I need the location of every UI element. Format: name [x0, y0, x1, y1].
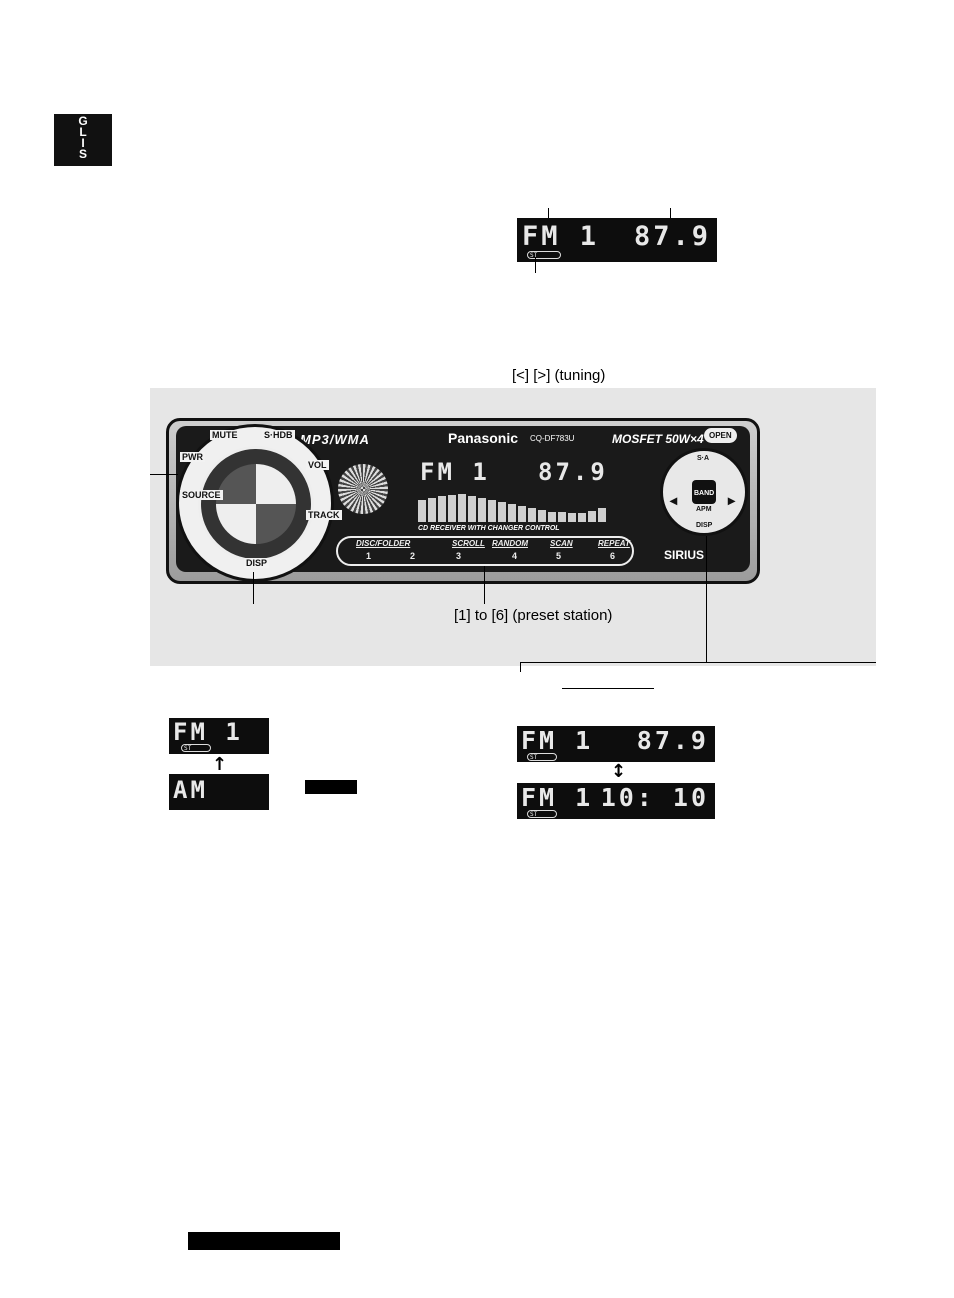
power-logo: MOSFET 50W×4	[612, 432, 704, 446]
language-tab: G L I S	[54, 114, 112, 166]
spectrum-analyzer	[418, 494, 608, 522]
leader-line	[520, 662, 521, 672]
receiver-display-frequency: 87.9	[538, 458, 608, 486]
up-arrow-icon: ↑	[212, 754, 228, 775]
format-logo: MP3/WMA	[300, 432, 370, 447]
receiver-display-band: FM 1	[420, 458, 490, 486]
leader-line	[520, 662, 876, 663]
sirius-logo: SIRIUS	[664, 548, 705, 562]
random-label: RANDOM	[492, 539, 528, 548]
open-button[interactable]: OPEN	[704, 428, 737, 443]
leader-line	[670, 208, 671, 222]
preset-button-4[interactable]: 4	[512, 551, 518, 561]
preset-button-2[interactable]: 2	[410, 551, 416, 561]
preset-button-1[interactable]: 1	[366, 551, 372, 561]
band-label: BAND	[694, 490, 715, 497]
tuning-callout: [<] [>] (tuning)	[512, 367, 606, 384]
tab-letter: G	[78, 114, 88, 128]
vol-label: VOL	[306, 460, 329, 470]
tune-down-button[interactable]: ◂	[670, 492, 678, 508]
tab-letter: S	[78, 147, 87, 161]
display-frequency: 87.9	[633, 221, 711, 252]
source-button[interactable]: SOURCE	[180, 490, 223, 500]
leader-line	[535, 257, 536, 273]
leader-line	[706, 536, 707, 662]
underline-rule	[562, 688, 654, 689]
toggle-band: FM 1	[521, 726, 594, 755]
toggle-value: 87.9	[636, 726, 709, 755]
tune-up-button[interactable]: ▸	[728, 492, 736, 508]
pwr-button[interactable]: PWR	[180, 452, 205, 462]
toggle-value: 10: 10	[600, 783, 709, 812]
preset-button-6[interactable]: 6	[610, 551, 616, 561]
tab-letter: L	[79, 125, 87, 139]
mute-button[interactable]: MUTE	[210, 430, 240, 440]
disc-folder-label: DISC/FOLDER	[356, 539, 411, 548]
repeat-label: REPEAT	[598, 539, 630, 548]
updown-arrow-icon: ↕	[611, 761, 627, 782]
scan-label: SCAN	[550, 539, 573, 548]
disp-control-button[interactable]: DISP	[696, 522, 713, 529]
leader-line	[484, 566, 485, 604]
band-display-label: AM	[173, 776, 208, 804]
leader-line	[150, 474, 178, 475]
band-display-fm1: FM 1 ST	[169, 718, 269, 754]
top-display: FM 1 87.9 ST	[517, 218, 717, 262]
display-frequency-mode: FM 1 87.9 ST	[517, 726, 715, 762]
disp-button[interactable]: DISP	[244, 558, 270, 568]
leader-line	[253, 572, 254, 604]
scroll-label: SCROLL	[452, 539, 485, 548]
leader-line	[548, 208, 549, 222]
track-button[interactable]: TRACK	[306, 510, 342, 520]
brand-logo: Panasonic	[448, 430, 519, 446]
s-hdb-button[interactable]: S·HDB	[262, 430, 295, 440]
s-a-button[interactable]: S·A	[697, 455, 710, 462]
band-display-am: AM	[169, 774, 269, 810]
display-clock-mode: FM 1 10: 10 ST	[517, 783, 715, 819]
tab-letter: I	[81, 136, 85, 150]
preset-button-bar	[336, 536, 634, 566]
model-number: CQ-DF783U	[530, 434, 575, 443]
dial-graphic	[338, 464, 388, 514]
preset-button-3[interactable]: 3	[456, 551, 462, 561]
display-band: FM 1	[522, 221, 600, 252]
redacted-bar	[188, 1232, 340, 1250]
toggle-band: FM 1	[521, 783, 594, 812]
stereo-indicator: ST	[527, 251, 561, 259]
preset-callout: [1] to [6] (preset station)	[454, 607, 613, 624]
band-display-label: FM 1	[173, 718, 243, 746]
preset-button-5[interactable]: 5	[556, 551, 562, 561]
stereo-indicator: ST	[181, 744, 211, 752]
receiver-caption: CD RECEIVER WITH CHANGER CONTROL	[418, 525, 560, 532]
band-button[interactable]	[692, 480, 716, 504]
apm-button[interactable]: APM	[696, 506, 712, 513]
stereo-indicator: ST	[527, 810, 557, 818]
volume-knob-center[interactable]	[216, 464, 296, 544]
stereo-indicator: ST	[527, 753, 557, 761]
receiver-display: FM 1 87.9	[420, 458, 616, 490]
redacted-bar	[305, 780, 357, 794]
